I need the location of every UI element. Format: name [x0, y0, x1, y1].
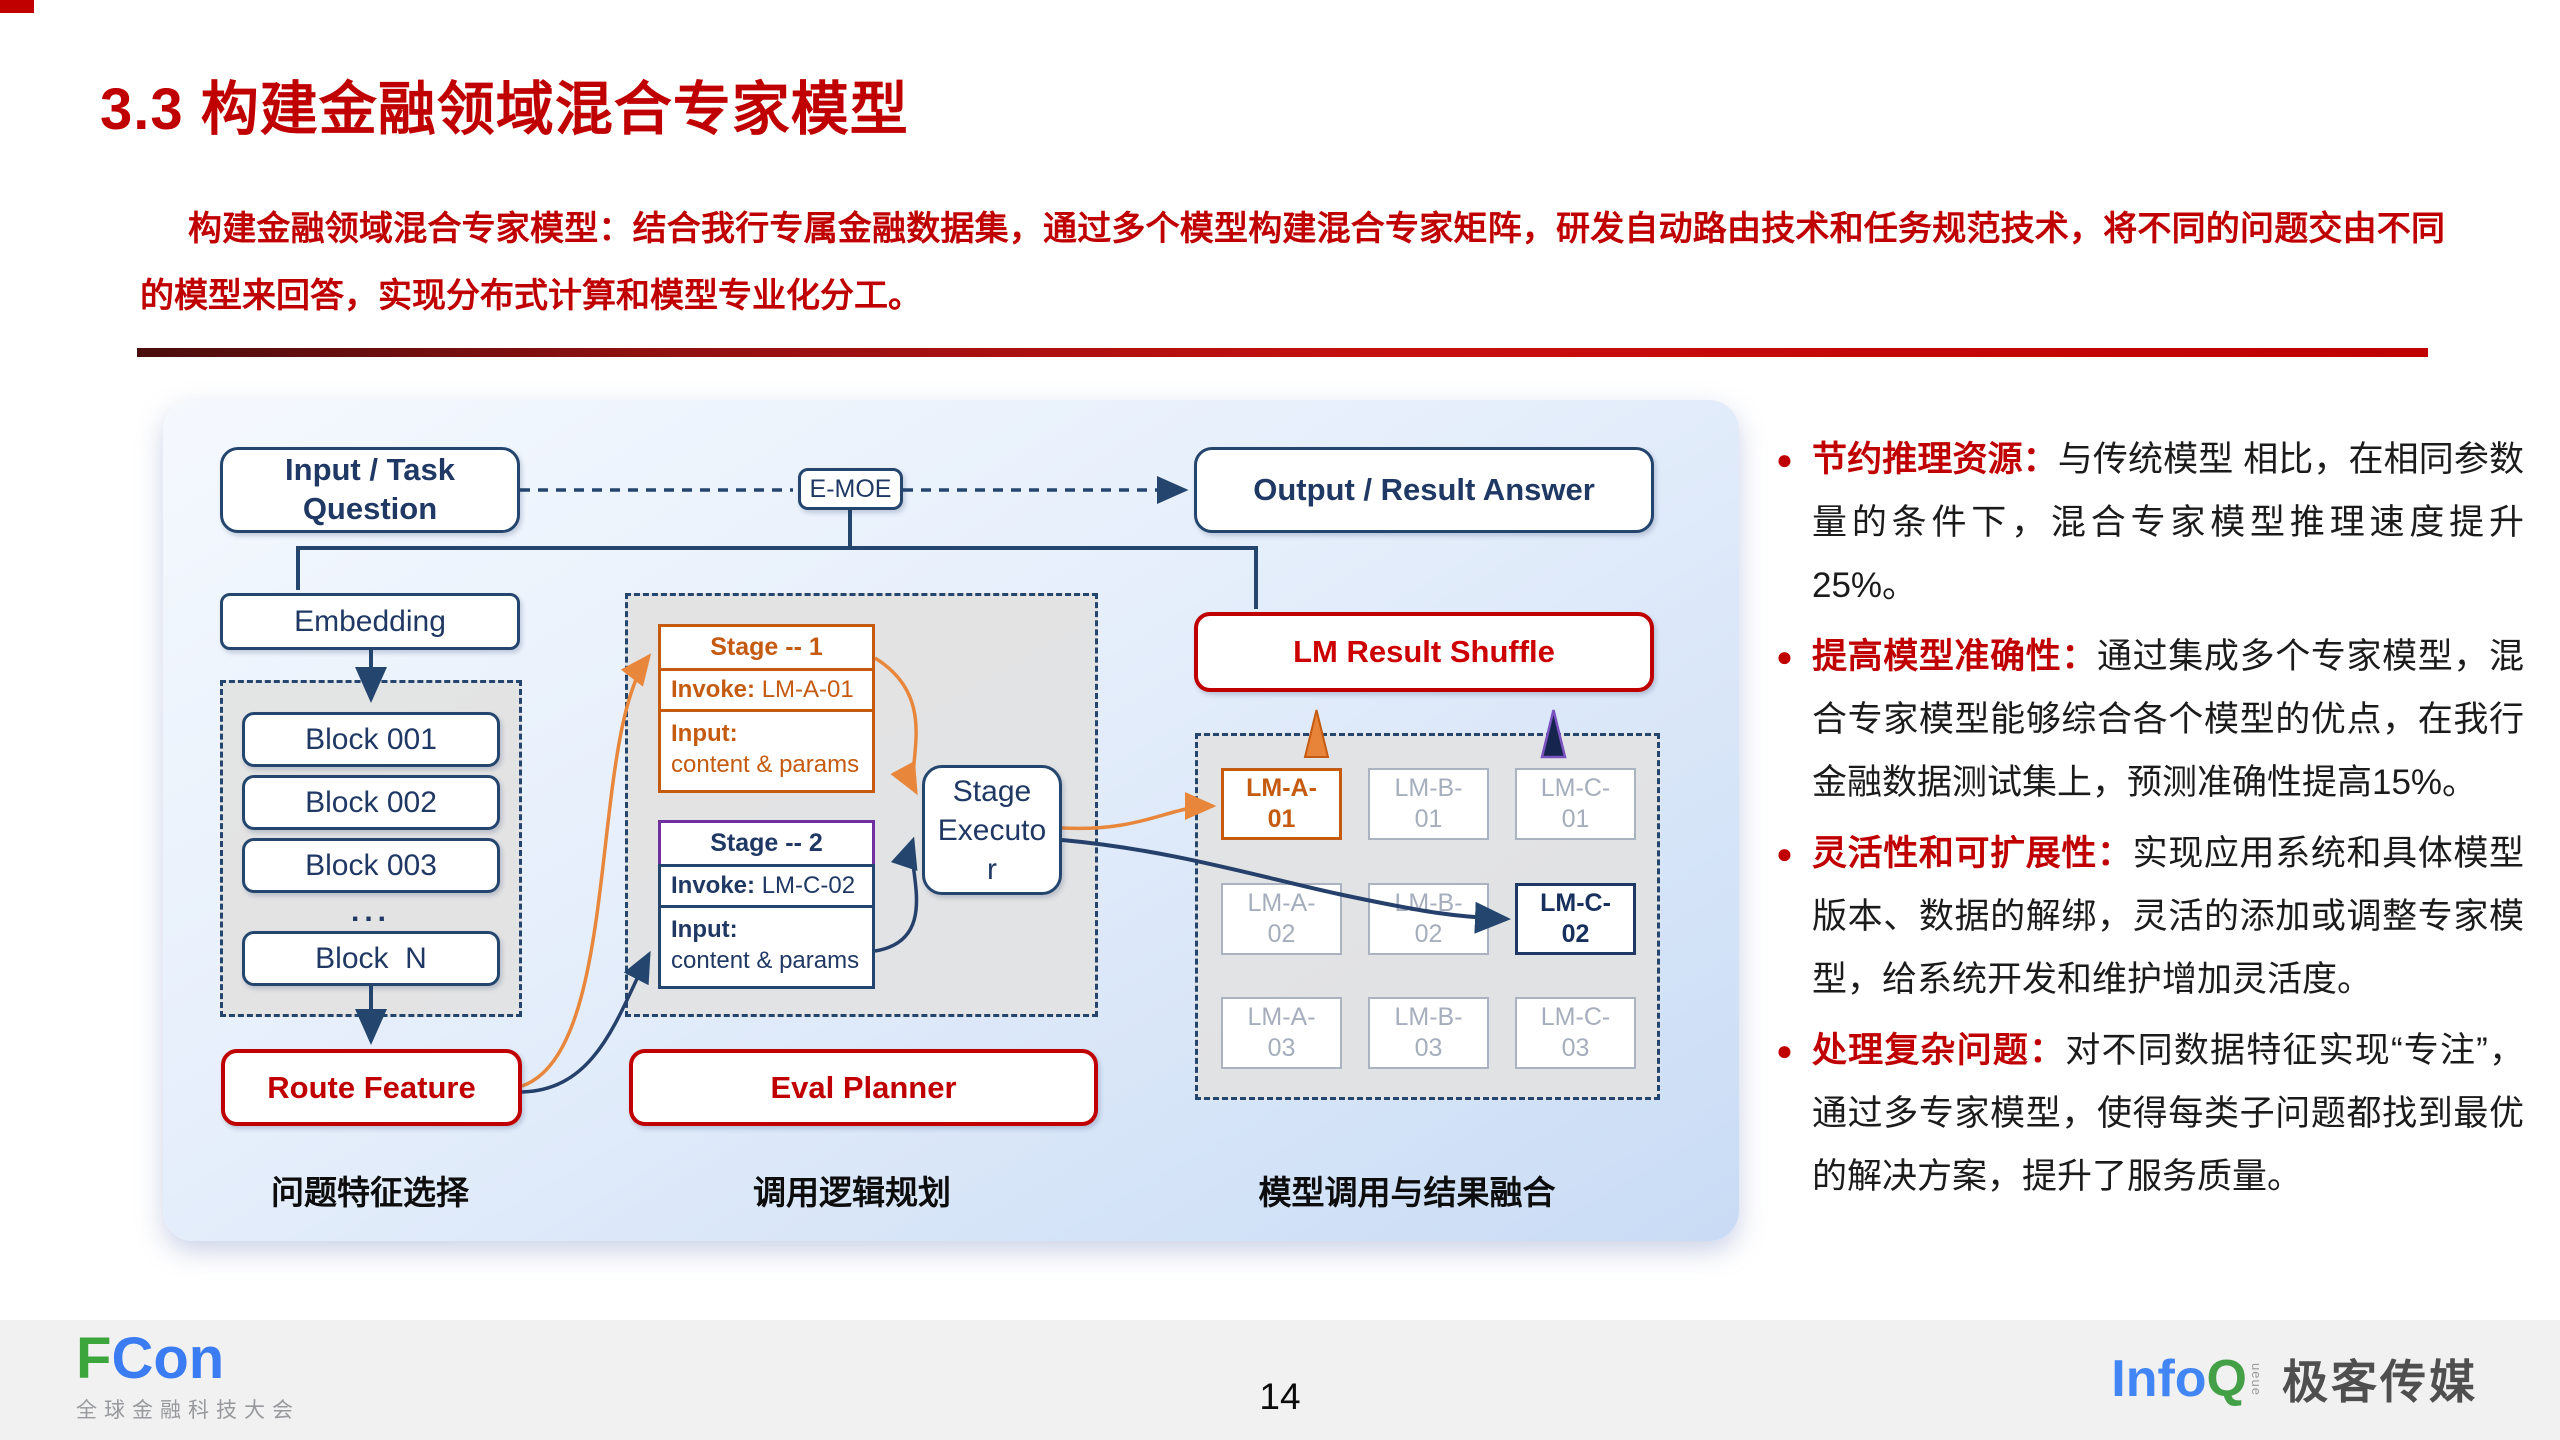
key-points-list: ● 节约推理资源：与传统模型 相比，在相同参数量的条件下，混合专家模型推理速度提…	[1776, 428, 2524, 1216]
stage1-invoke-value: LM-A-01	[755, 676, 854, 703]
infoq-q: Q	[2206, 1350, 2247, 1408]
caption-model-fusion: 模型调用与结果融合	[1258, 1174, 1556, 1211]
bullet-head: 节约推理资源：	[1812, 440, 2058, 479]
lm-cell-a01: LM-A- 01	[1221, 768, 1342, 840]
intro-paragraph: 构建金融领域混合专家模型：结合我行专属金融数据集，通过多个模型构建混合专家矩阵，…	[140, 210, 2445, 315]
fcon-subtitle: 全球金融科技大会	[76, 1399, 300, 1422]
bullet-dot-icon: ●	[1776, 641, 1793, 672]
stage1-title: Stage -- 1	[658, 624, 875, 671]
bullet-body: 通过集成多个专家模型，混合专家模型能够综合各个模型的优点，在我行金融数据测试集上…	[1812, 637, 2524, 802]
bullet-head: 灵活性和可扩展性：	[1812, 834, 2133, 873]
stage2-input-row: Input: content & params	[658, 905, 875, 990]
lm-cell-a02: LM-A- 02	[1221, 883, 1342, 955]
route-feature-box: Route Feature	[221, 1049, 522, 1126]
block-001-box: Block 001	[242, 712, 500, 767]
geek-media-wordmark: 极客传媒	[2282, 1356, 2478, 1408]
list-item: ● 处理复杂问题：对不同数据特征实现“专注”，通过多专家模型，使得每类子问题都找…	[1776, 1019, 2524, 1208]
bullet-body: 与传统模型 相比，在相同参数量的条件下，混合专家模型推理速度提升25%。	[1812, 440, 2524, 605]
embedding-box: Embedding	[220, 593, 520, 650]
stage1-invoke-label: Invoke:	[671, 676, 756, 703]
bullet-body: 实现应用系统和具体模型版本、数据的解绑，灵活的添加或调整专家模型，给系统开发和维…	[1812, 834, 2524, 999]
input-task-question-box: Input / Task Question	[220, 447, 520, 533]
block-003-box: Block 003	[242, 838, 500, 893]
stage2-card: Stage -- 2 Invoke: LM-C-02 Input: content…	[658, 820, 875, 990]
lm-cell-b02: LM-B- 02	[1368, 883, 1489, 955]
list-item: ● 灵活性和可扩展性：实现应用系统和具体模型版本、数据的解绑，灵活的添加或调整专…	[1776, 822, 2524, 1011]
stage1-input-row: Input: content & params	[658, 709, 875, 794]
caption-logic-planning: 调用逻辑规划	[753, 1174, 951, 1211]
infoq-logo: InfoQ ueue 极客传媒	[2111, 1346, 2478, 1412]
block-n-box: Block N	[242, 931, 500, 986]
list-item: ● 提高模型准确性：通过集成多个专家模型，混合专家模型能够综合各个模型的优点，在…	[1776, 625, 2524, 814]
bullet-body: 对不同数据特征实现“专注”，通过多专家模型，使得每类子问题都找到最优的解决方案，…	[1812, 1031, 2524, 1196]
footer-bar: FCon 全球金融科技大会 14 InfoQ ueue 极客传媒	[0, 1320, 2560, 1440]
lm-cell-c01: LM-C- 01	[1515, 768, 1636, 840]
page-number: 14	[1259, 1376, 1301, 1417]
block-002-box: Block 002	[242, 775, 500, 830]
bullet-dot-icon: ●	[1776, 1035, 1793, 1066]
lm-cell-c03: LM-C- 03	[1515, 997, 1636, 1069]
bullet-head: 处理复杂问题：	[1812, 1031, 2066, 1070]
diagram-panel: LM-A- 01 LM-B- 01 LM-C- 01 LM-A- 02 LM-B…	[163, 400, 1739, 1241]
lm-cell-b03: LM-B- 03	[1368, 997, 1489, 1069]
lm-result-shuffle-box: LM Result Shuffle	[1194, 612, 1654, 692]
bullet-dot-icon: ●	[1776, 838, 1793, 869]
stage1-card: Stage -- 1 Invoke: LM-A-01 Input: content…	[658, 624, 875, 794]
stage2-invoke-value: LM-C-02	[755, 872, 856, 899]
stage2-title: Stage -- 2	[658, 820, 875, 867]
fcon-con: Con	[111, 1326, 225, 1391]
infoq-wordmark: InfoQ	[2111, 1353, 2247, 1405]
output-result-answer-box: Output / Result Answer	[1194, 447, 1654, 533]
emoe-box: E-MOE	[798, 468, 903, 510]
lm-cell-c02: LM-C- 02	[1515, 883, 1636, 955]
fcon-logo: FCon 全球金融科技大会	[76, 1330, 300, 1424]
caption-feature-selection: 问题特征选择	[271, 1174, 469, 1211]
stage1-input-label: Input:	[671, 720, 738, 747]
stage2-invoke-label: Invoke:	[671, 872, 756, 899]
stage1-input-value: content & params	[671, 751, 860, 779]
list-item: ● 节约推理资源：与传统模型 相比，在相同参数量的条件下，混合专家模型推理速度提…	[1776, 428, 2524, 617]
lm-cell-b01: LM-B- 01	[1368, 768, 1489, 840]
infoq-ueue: ueue	[2249, 1362, 2264, 1396]
stage2-invoke-row: Invoke: LM-C-02	[658, 864, 875, 908]
title-divider	[137, 348, 2428, 357]
block-ellipsis: ...	[350, 895, 391, 928]
fcon-wordmark: FCon	[76, 1330, 300, 1388]
bullet-dot-icon: ●	[1776, 444, 1793, 475]
eval-planner-box: Eval Planner	[629, 1049, 1098, 1126]
stage1-invoke-row: Invoke: LM-A-01	[658, 668, 875, 712]
fcon-f: F	[76, 1326, 112, 1391]
page-title: 3.3 构建金融领域混合专家模型	[100, 77, 909, 142]
infoq-info: Info	[2111, 1350, 2207, 1408]
stage2-input-label: Input:	[671, 916, 738, 943]
stage2-input-value: content & params	[671, 947, 860, 975]
bullet-head: 提高模型准确性：	[1812, 637, 2098, 676]
lm-cell-a03: LM-A- 03	[1221, 997, 1342, 1069]
stage-executor-box: Stage Executo r	[922, 765, 1062, 895]
corner-accent-bar	[0, 0, 34, 13]
